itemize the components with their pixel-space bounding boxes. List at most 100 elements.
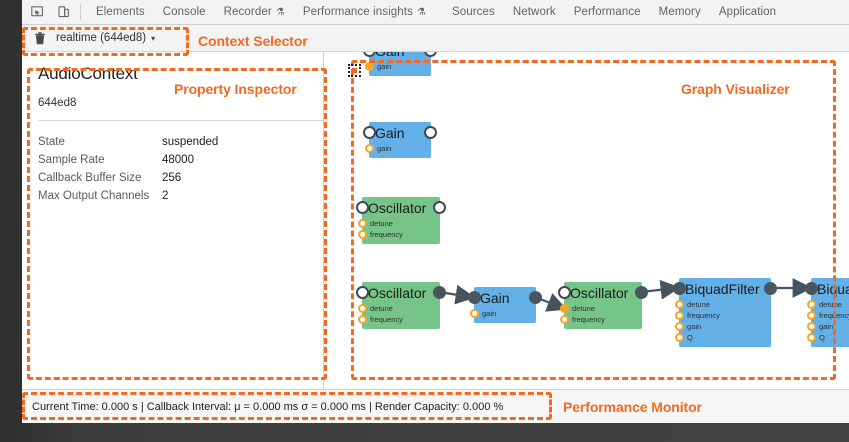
graph-node-param: gain	[482, 309, 497, 318]
graph-node-param: gain	[377, 144, 392, 153]
graph-node-param: gain	[377, 62, 392, 71]
graph-node-title: Gain	[480, 290, 510, 306]
tab-label: Sources	[451, 6, 495, 18]
tab-elements[interactable]: Elements	[87, 0, 154, 25]
tab-label: Application	[718, 6, 777, 18]
graph-node-input-port[interactable]	[468, 291, 481, 304]
device-toolbar-icon[interactable]	[52, 1, 74, 23]
annotation-label-property-inspector: Property Inspector	[174, 81, 297, 97]
selection-handle[interactable]	[348, 64, 361, 77]
graph-visualizer-canvas[interactable]: GaingainGaingainOscillatordetunefrequenc…	[324, 52, 849, 389]
graph-node-param-port[interactable]	[358, 230, 367, 239]
context-id: 644ed8	[38, 97, 77, 109]
audio-context-dropdown[interactable]: realtime (644ed8) ▾	[56, 32, 155, 44]
table-row: Sample Rate 48000	[38, 151, 307, 169]
graph-node-param-port[interactable]	[675, 311, 684, 320]
tab-sources[interactable]: Sources	[443, 0, 504, 25]
property-value: 256	[162, 172, 182, 184]
property-inspector-panel: AudioContext 644ed8 State suspended Samp…	[22, 52, 324, 389]
tab-recorder[interactable]: Recorder ⚗	[215, 0, 294, 25]
graph-node-param-port[interactable]	[807, 311, 816, 320]
graph-node-param-port[interactable]	[358, 304, 367, 313]
tab-performance-insights[interactable]: Performance insights ⚗	[294, 0, 435, 25]
graph-node-param: detune	[370, 304, 393, 313]
trash-icon[interactable]	[30, 29, 50, 47]
table-row: Max Output Channels 2	[38, 187, 307, 205]
graph-node-output-port[interactable]	[424, 126, 437, 139]
graph-node-input-port[interactable]	[363, 126, 376, 139]
graph-node-param-port[interactable]	[675, 322, 684, 331]
tab-label: Elements	[96, 6, 145, 18]
graph-node-output-port[interactable]	[764, 282, 777, 295]
tab-label: Network	[512, 6, 556, 18]
graph-node-param-port[interactable]	[807, 333, 816, 342]
graph-node-input-port[interactable]	[805, 282, 818, 295]
context-value: realtime (644ed8)	[56, 32, 147, 44]
flask-icon: ⚗	[275, 6, 285, 18]
graph-node-param: frequency	[572, 315, 605, 324]
divider	[38, 120, 323, 121]
tab-memory[interactable]: Memory	[650, 0, 710, 25]
graph-node-param-port[interactable]	[807, 322, 816, 331]
graph-node-input-port[interactable]	[356, 286, 369, 299]
graph-node-param-port[interactable]	[675, 300, 684, 309]
graph-node-title: Oscillator	[368, 200, 427, 216]
graph-node-param-port[interactable]	[675, 333, 684, 342]
devtools-panel: Elements Console Recorder ⚗ Performance …	[22, 0, 849, 423]
graph-node-oscillator[interactable]: Oscillator detune frequency	[564, 282, 642, 329]
graph-node-input-port[interactable]	[673, 282, 686, 295]
tab-network[interactable]: Network	[504, 0, 565, 25]
graph-node-param-port[interactable]	[358, 315, 367, 324]
graph-node-param: detune	[572, 304, 595, 313]
performance-metrics-text: Current Time: 0.000 s | Callback Interva…	[32, 400, 504, 413]
graph-node-param: detune	[370, 219, 393, 228]
property-value: suspended	[162, 136, 219, 148]
graph-node-param: gain	[819, 322, 834, 331]
graph-node-input-port[interactable]	[558, 286, 571, 299]
graph-node-title: Oscillator	[570, 285, 629, 301]
tab-label: Memory	[658, 6, 701, 18]
property-key: Max Output Channels	[38, 190, 150, 202]
chevron-down-icon: ▾	[151, 33, 156, 43]
graph-node-title: Gain	[369, 52, 431, 61]
graph-node-param-port[interactable]	[807, 300, 816, 309]
graph-node-param-port[interactable]	[365, 144, 374, 153]
inspect-element-icon[interactable]	[26, 1, 48, 23]
graph-node-param: frequency	[687, 311, 720, 320]
graph-node-param-port[interactable]	[560, 304, 569, 313]
graph-node-param-port[interactable]	[560, 315, 569, 324]
devtools-tabbar: Elements Console Recorder ⚗ Performance …	[22, 0, 849, 25]
graph-node-param-port[interactable]	[365, 62, 374, 71]
annotation-label-graph-visualizer: Graph Visualizer	[681, 81, 790, 97]
main-content: AudioContext 644ed8 State suspended Samp…	[22, 52, 849, 389]
graph-node-param: Q	[819, 333, 825, 342]
graph-node-output-port[interactable]	[433, 201, 446, 214]
flask-icon: ⚗	[416, 6, 426, 18]
tab-label: Performance insights	[302, 6, 413, 18]
graph-node-param: Q	[687, 333, 693, 342]
property-value: 2	[162, 190, 169, 202]
graph-node-output-port[interactable]	[635, 286, 648, 299]
tab-performance[interactable]: Performance	[565, 0, 650, 25]
tab-application[interactable]: Application	[710, 0, 785, 25]
graph-node-input-port[interactable]	[356, 201, 369, 214]
property-key: Sample Rate	[38, 154, 105, 166]
annotation-label-performance-monitor: Performance Monitor	[563, 399, 702, 415]
graph-node-param-port[interactable]	[358, 219, 367, 228]
property-key: State	[38, 136, 65, 148]
context-selector-toolbar: realtime (644ed8) ▾	[22, 25, 849, 52]
graph-node-output-port[interactable]	[433, 286, 446, 299]
graph-node-param-port[interactable]	[470, 309, 479, 318]
graph-node-output-port[interactable]	[529, 291, 542, 304]
tab-console[interactable]: Console	[154, 0, 215, 25]
graph-node-param: frequency	[819, 311, 849, 320]
graph-node-gain[interactable]: Gain gain	[474, 287, 536, 323]
graph-node-param: detune	[687, 300, 710, 309]
graph-node-title: Oscillator	[368, 285, 427, 301]
performance-monitor-bar: Current Time: 0.000 s | Callback Interva…	[22, 389, 849, 423]
